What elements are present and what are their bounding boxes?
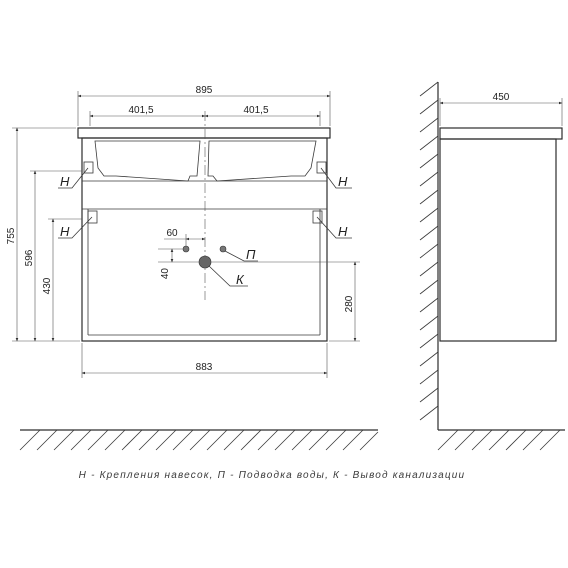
water-inlet-left: [182, 245, 190, 253]
dim-half-width-left: 401,5: [128, 105, 153, 116]
side-cabinet-body: [439, 138, 557, 342]
dim-height-430: 430: [42, 277, 53, 294]
dim-overall-width: 895: [196, 85, 213, 96]
mark-mount-top-right: Н: [338, 174, 348, 189]
dim-bottom-width: 883: [196, 362, 213, 373]
sink-basin-left: [94, 140, 201, 182]
dim-height-total: 755: [6, 227, 17, 244]
mark-drain: К: [236, 272, 245, 287]
cabinet-body: [81, 137, 328, 342]
mount-bracket-mid-left: [87, 210, 98, 224]
mark-mount-top-left: Н: [60, 174, 70, 189]
mark-mount-mid-left: Н: [60, 224, 70, 239]
dim-height-596: 596: [24, 249, 35, 266]
mark-mount-mid-right: Н: [338, 224, 348, 239]
side-view: 450: [419, 81, 565, 451]
water-inlet-right: [219, 245, 227, 253]
legend-text: Н - Крепления навесок, П - Подводка воды…: [79, 470, 466, 481]
mount-bracket-mid-right: [312, 210, 323, 224]
sink-basin-right: [207, 140, 317, 182]
mark-water: П: [246, 247, 256, 262]
dim-offset-60: 60: [166, 228, 178, 239]
side-countertop: [439, 127, 563, 140]
countertop: [77, 127, 331, 139]
dim-half-width-right: 401,5: [243, 105, 268, 116]
mount-bracket-top-right: [316, 161, 327, 174]
dim-offset-40: 40: [160, 268, 171, 280]
dim-side-depth: 450: [493, 92, 510, 103]
front-view: 895 401,5 401,5 883 755 596 430 280 60: [6, 85, 379, 451]
mount-bracket-top-left: [83, 161, 94, 174]
dim-height-280: 280: [344, 295, 355, 312]
